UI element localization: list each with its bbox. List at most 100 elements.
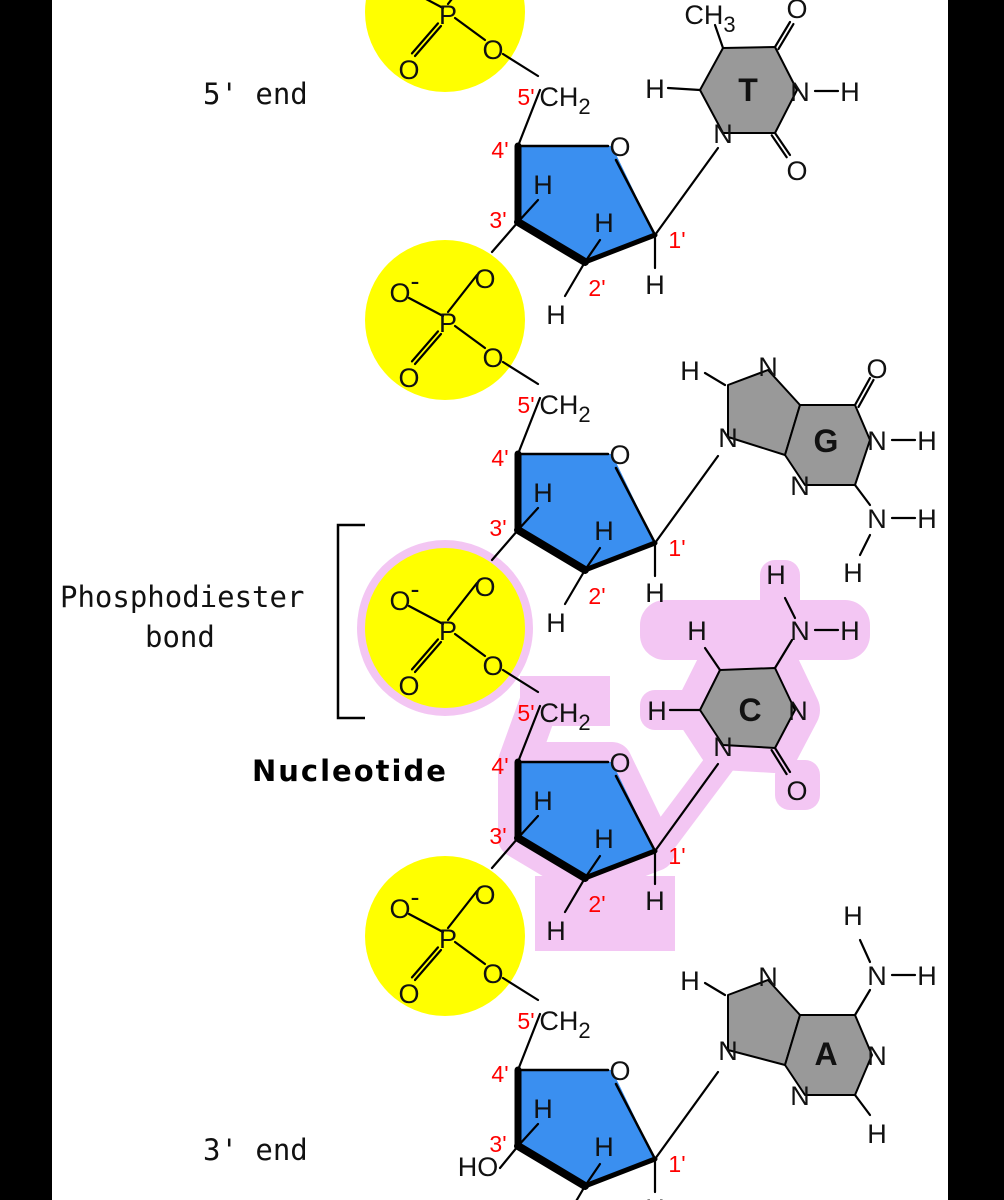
bond [516,198,540,224]
bond [410,946,440,979]
carbon-label-3prime: 3' [489,823,506,849]
oxygen-atom: O [482,959,503,989]
bond [575,1184,587,1200]
bond [563,876,587,914]
hydrogen-atom: H [594,824,614,854]
nitrogen-atom: N [867,426,887,456]
oxygen-anion: O [389,894,410,924]
hydrogen-atom: H [917,504,937,534]
bond [666,86,702,92]
oxygen-atom: O [474,880,495,910]
bond [446,889,479,930]
carbon-label-2prime: 2' [588,275,605,301]
bond [490,528,520,562]
bond [516,396,542,456]
carbon-label-2prime: 2' [588,891,605,917]
negative-charge: - [411,882,420,912]
bond [516,88,542,148]
methyl-group: CH3 [684,0,735,37]
bond [777,22,795,51]
hydrogen-atom: H [867,1119,887,1149]
bond [407,912,445,934]
bond [413,332,443,366]
bond [773,131,792,157]
oxygen-atom: O [482,343,503,373]
carbon-label-1prime: 1' [668,535,685,561]
bond [516,704,542,764]
hydrogen-atom: H [687,616,707,646]
ring-oxygen: O [609,748,630,778]
hydrogen-atom: H [917,961,937,991]
bond [582,232,658,265]
bond [703,371,727,387]
oxygen-atom: O [482,35,503,65]
highlight [640,600,870,660]
hydrogen-atom: H [645,578,665,608]
bond [514,834,589,882]
nitrogen-atom: N [867,504,887,534]
hydrogen-atom: H [533,1094,553,1124]
nitrogen-atom: N [790,616,810,646]
oxygen-anion: O [389,278,410,308]
nitrogen-atom: N [790,1081,810,1111]
bond [410,22,440,55]
oxygen-atom: O [398,363,419,393]
bond [853,376,872,407]
bond [653,454,720,545]
phosphate-group [365,0,525,92]
bond [490,836,520,870]
carbon-label-5prime: 5' [517,84,534,110]
phosphodiester-bracket [336,523,365,720]
bond [563,568,587,606]
bond [514,526,589,574]
carbon-label-4prime: 4' [491,445,508,471]
oxygen-atom: O [786,0,807,24]
phosphate-group [365,856,525,1016]
bond [514,1142,589,1190]
bond [453,324,487,350]
deoxyribose-ring [518,146,655,262]
hydrogen-atom: H [546,916,566,946]
five-prime-end-label: 5' end [203,77,308,111]
highlight [535,876,675,951]
bond [516,814,540,840]
base-letter-t: T [738,72,758,108]
bond [858,938,872,964]
bond [614,466,657,545]
negative-charge: - [411,574,420,604]
ch2-group: CH2 [539,82,590,119]
bond [853,988,872,1017]
carbon-label-3prime: 3' [489,1131,506,1157]
carbon-label-1prime: 1' [668,1151,685,1177]
bond [582,540,658,573]
carbon-label-1prime: 1' [668,843,685,869]
oxygen-atom: O [398,671,419,701]
hydroxyl-group: HO [458,1152,499,1182]
ring-oxygen: O [609,1056,630,1086]
ring-oxygen: O [609,440,630,470]
bond [446,581,479,622]
hydrogen-atom: H [533,786,553,816]
bond [653,1070,720,1161]
hydrogen-atom: H [917,426,937,456]
highlight [760,560,800,620]
phosphorus-atom: P [439,308,457,338]
bond [453,16,487,42]
hydrogen-atom: H [840,77,860,107]
base-letter-g: G [814,423,839,459]
bond [413,640,443,674]
ch2-group: CH2 [539,1006,590,1043]
three-prime-end-label: 3' end [203,1133,308,1167]
hydrogen-atom: H [680,356,700,386]
bond [614,1082,657,1161]
bond [783,596,797,620]
hydrogen-atom: H [840,616,860,646]
hydrogen-atom: H [766,560,786,590]
bond [413,948,443,982]
bond [582,848,658,881]
hydrogen-atom: H [594,1132,614,1162]
bond [583,238,602,264]
bond [563,260,587,298]
bond [703,981,727,997]
